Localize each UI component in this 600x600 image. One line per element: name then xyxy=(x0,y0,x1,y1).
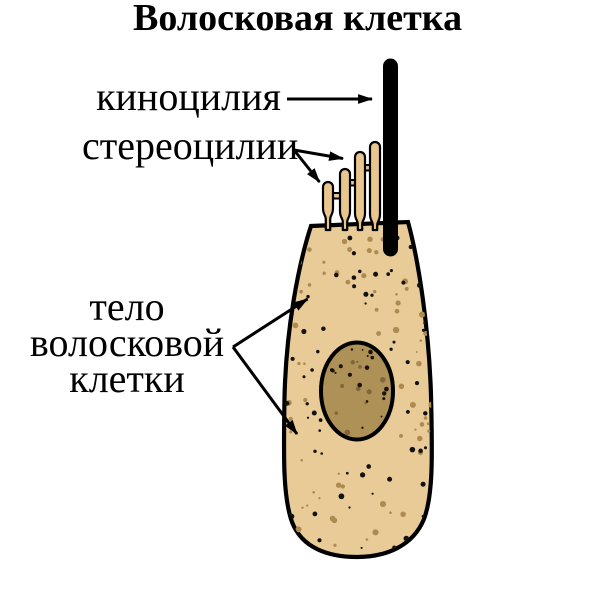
stereocilium-1 xyxy=(321,180,335,232)
stereocilium-3 xyxy=(353,150,367,232)
stereocilia-arrow-upper xyxy=(293,148,345,161)
stereocilia-label: стереоцилии xyxy=(82,123,299,168)
cell-body-arrow-upper xyxy=(232,297,309,349)
nucleus-speckles xyxy=(329,348,389,436)
cell-body-label-line3: клетки xyxy=(69,356,185,401)
nucleus-shape xyxy=(319,340,395,442)
kinocilium-label: киноцилия xyxy=(96,74,281,119)
cytoplasm-speckles xyxy=(283,230,432,550)
stereocilia-arrow-lower xyxy=(292,149,321,183)
cell-body-label: тело волосковой клетки xyxy=(27,284,227,401)
cell-body-label-line1: тело xyxy=(89,284,165,329)
cell-body-arrow-lower xyxy=(231,346,299,435)
diagram-title: Волосковая клетка xyxy=(133,0,463,39)
stereocilium-4 xyxy=(368,140,382,232)
cell-body-label-line2: волосковой xyxy=(29,320,225,365)
stereocilium-2 xyxy=(338,167,352,232)
